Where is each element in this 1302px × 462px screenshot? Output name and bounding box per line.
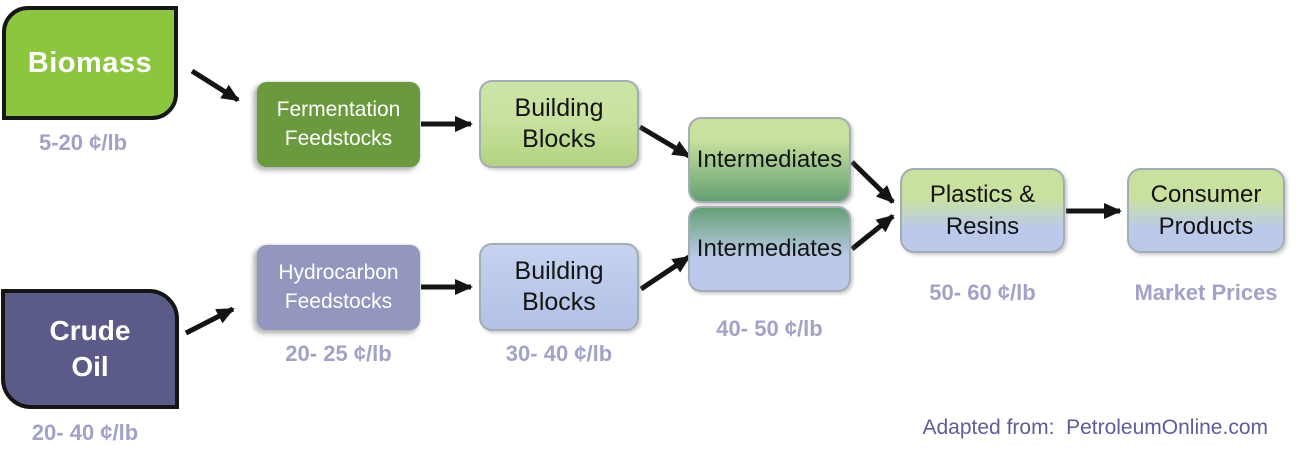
arrow-intermediates-bio-to-plastics xyxy=(850,160,895,204)
hydrocarbon-feedstocks-node: Hydrocarbon Feedstocks xyxy=(257,245,420,330)
hydrocarbon-price-label: 20- 25 ¢/lb xyxy=(285,341,392,366)
arrow-crude-oil-to-hydrocarbon xyxy=(184,306,235,336)
building-blocks-bio-node: Building Blocks xyxy=(479,80,639,168)
arrow-building-blocks-to-intermediates-petro xyxy=(639,254,691,292)
intermediates-bio-node: Intermediates xyxy=(688,117,851,203)
building-blocks-petro-node: Building Blocks xyxy=(479,243,639,331)
arrow-biomass-to-fermentation xyxy=(190,68,240,103)
attribution-text: Adapted from: PetroleumOnline.com xyxy=(922,416,1269,439)
plastics-resins-price-label: 50- 60 ¢/lb xyxy=(929,280,1036,305)
intermediates-petro-node: Intermediates xyxy=(688,206,851,292)
crude-oil-price-label: 20- 40 ¢/lb xyxy=(31,420,139,445)
intermediates-price-label: 40- 50 ¢/lb xyxy=(716,316,823,341)
biomass-node: Biomass xyxy=(2,6,178,120)
crude-oil-node: Crude Oil xyxy=(1,289,179,409)
biomass-price-label: 5-20 ¢/lb xyxy=(38,130,128,155)
building-blocks-price-label: 30- 40 ¢/lb xyxy=(505,341,613,366)
arrow-intermediates-petro-to-plastics xyxy=(850,214,895,251)
arrow-building-blocks-to-intermediates-bio xyxy=(638,124,691,159)
plastics-resins-node: Plastics & Resins xyxy=(900,168,1065,253)
consumer-products-node: Consumer Products xyxy=(1127,168,1285,253)
fermentation-feedstocks-node: Fermentation Feedstocks xyxy=(257,82,420,167)
market-prices-label: Market Prices xyxy=(1134,280,1278,305)
